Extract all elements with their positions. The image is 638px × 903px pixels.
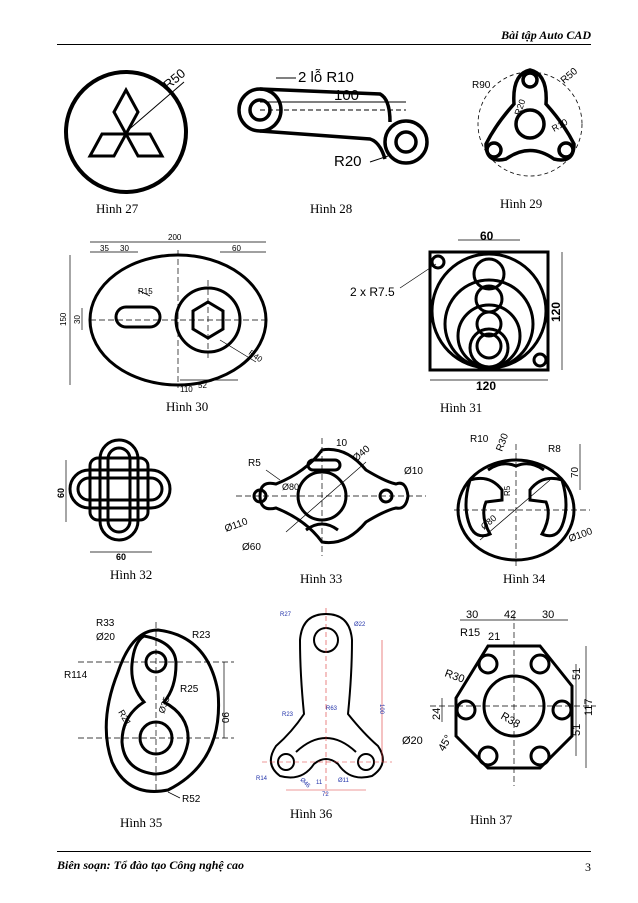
dim-r15: R15 bbox=[138, 287, 153, 296]
dim-30-left: 30 bbox=[73, 315, 82, 324]
figure-28-drawing: 2 lỗ R10 100 R20 bbox=[237, 69, 429, 170]
figure-35-drawing: R33 Ø20 R23 R114 R25 90 R21 Ø35 R52 bbox=[64, 618, 234, 805]
figure-27-drawing: R50 bbox=[64, 65, 188, 194]
dim-100: 100 bbox=[378, 704, 384, 715]
dim-o80: Ø80 bbox=[479, 513, 498, 532]
dim-r30: R30 bbox=[494, 432, 511, 453]
dim-35: 35 bbox=[100, 244, 109, 253]
dim-150: 150 bbox=[59, 312, 68, 326]
dim-117: 117 bbox=[583, 698, 595, 716]
figure-33-drawing: 10 R5 Ø40 Ø10 Ø80 Ø110 Ø60 bbox=[223, 438, 426, 556]
figure-31-drawing: 60 2 x R7.5 120 120 bbox=[350, 229, 563, 393]
dim-r25: R25 bbox=[180, 684, 199, 695]
dim-2-lo-r10: 2 lỗ R10 bbox=[298, 69, 354, 86]
dim-60: 60 bbox=[232, 244, 241, 253]
dim-r23: R23 bbox=[192, 630, 211, 641]
dim-r50: R50 bbox=[559, 66, 580, 87]
dim-r15: R15 bbox=[460, 627, 480, 639]
caption-hinh-30: Hình 30 bbox=[166, 399, 209, 414]
dim-45-deg: 45° bbox=[436, 733, 455, 753]
dim-o22: Ø22 bbox=[354, 622, 366, 628]
dim-52: 52 bbox=[198, 381, 207, 390]
dim-r30: R30 bbox=[443, 668, 466, 686]
header-title: Bài tập Auto CAD bbox=[501, 28, 591, 42]
dim-o40: Ø40 bbox=[351, 443, 373, 464]
dim-r114: R114 bbox=[64, 670, 88, 681]
dim-70: 70 bbox=[570, 466, 581, 478]
caption-hinh-33: Hình 33 bbox=[300, 571, 343, 586]
dim-100: 100 bbox=[334, 87, 359, 104]
dim-o20: Ø20 bbox=[96, 632, 115, 643]
dim-o46: Ø46 bbox=[299, 777, 312, 790]
dim-42: 42 bbox=[504, 609, 516, 621]
dim-r20: R20 bbox=[334, 153, 362, 170]
caption-hinh-31: Hình 31 bbox=[440, 400, 483, 415]
dim-r10: R10 bbox=[470, 434, 489, 445]
dim-120-bottom: 120 bbox=[476, 379, 496, 393]
figure-34-drawing: R10 R30 R8 70 R5 Ø80 Ø100 bbox=[454, 432, 594, 566]
caption-hinh-35: Hình 35 bbox=[120, 815, 163, 830]
dim-10: 10 bbox=[336, 438, 348, 449]
dim-30-right: 30 bbox=[542, 609, 554, 621]
dim-24: 24 bbox=[431, 708, 443, 720]
dim-o11: Ø11 bbox=[338, 778, 350, 784]
dim-2xr7-5: 2 x R7.5 bbox=[350, 285, 395, 299]
dim-r23: R23 bbox=[282, 712, 294, 718]
dim-11: 11 bbox=[316, 780, 323, 786]
figure-36-drawing: R27 Ø22 R63 100 R23 R14 Ø46 Ø11 11 72 bbox=[256, 608, 392, 798]
dim-o80: Ø80 bbox=[282, 482, 299, 492]
dim-72: 72 bbox=[322, 792, 329, 798]
dim-51-bottom: 51 bbox=[571, 724, 583, 736]
footer-rule bbox=[57, 851, 591, 852]
caption-hinh-36: Hình 36 bbox=[290, 806, 333, 821]
dim-90: 90 bbox=[219, 712, 230, 724]
caption-hinh-34: Hình 34 bbox=[503, 571, 546, 586]
footer-author: Biên soạn: Tổ đào tạo Công nghệ cao bbox=[57, 858, 245, 872]
dim-30-left: 30 bbox=[466, 609, 478, 621]
dim-110: 110 bbox=[180, 385, 193, 394]
dim-51-top: 51 bbox=[571, 668, 583, 680]
dim-60-left: 60 bbox=[56, 488, 66, 498]
caption-hinh-32: Hình 32 bbox=[110, 567, 153, 582]
dim-r5: R5 bbox=[248, 458, 261, 469]
page-number: 3 bbox=[585, 860, 591, 874]
dim-60-bottom: 60 bbox=[116, 552, 126, 562]
dim-o10: Ø10 bbox=[404, 466, 423, 477]
dim-r33: R33 bbox=[96, 618, 115, 629]
dim-r63: R63 bbox=[326, 706, 338, 712]
dim-r38: R38 bbox=[499, 710, 522, 730]
figure-37-drawing: 30 42 30 R15 21 R30 R38 51 117 51 24 Ø20… bbox=[402, 609, 596, 786]
figure-32-drawing: 60 60 bbox=[56, 438, 172, 562]
header-rule bbox=[57, 44, 591, 45]
dim-o20: Ø20 bbox=[402, 735, 423, 747]
dim-o110: Ø110 bbox=[223, 516, 249, 535]
dim-60: 60 bbox=[480, 229, 494, 243]
caption-hinh-37: Hình 37 bbox=[470, 812, 513, 827]
figure-30-drawing: 200 35 30 60 R15 150 30 R40 52 110 bbox=[59, 233, 270, 394]
dim-o60: Ø60 bbox=[242, 542, 261, 553]
dim-r90: R90 bbox=[472, 80, 491, 91]
dim-r27: R27 bbox=[280, 612, 292, 618]
figure-29-drawing: R90 R50 R20 R10 bbox=[472, 66, 583, 177]
dim-21: 21 bbox=[488, 631, 500, 643]
caption-hinh-29: Hình 29 bbox=[500, 196, 543, 211]
dim-r21: R21 bbox=[116, 708, 133, 727]
dim-r8: R8 bbox=[548, 444, 561, 455]
caption-hinh-27: Hình 27 bbox=[96, 201, 139, 216]
dim-120-right: 120 bbox=[549, 302, 563, 322]
caption-hinh-28: Hình 28 bbox=[310, 201, 353, 216]
dim-30-top: 30 bbox=[120, 244, 129, 253]
dim-r14: R14 bbox=[256, 776, 268, 782]
dim-200: 200 bbox=[168, 233, 182, 242]
dim-r52: R52 bbox=[182, 794, 201, 805]
dim-r5: R5 bbox=[503, 485, 512, 496]
